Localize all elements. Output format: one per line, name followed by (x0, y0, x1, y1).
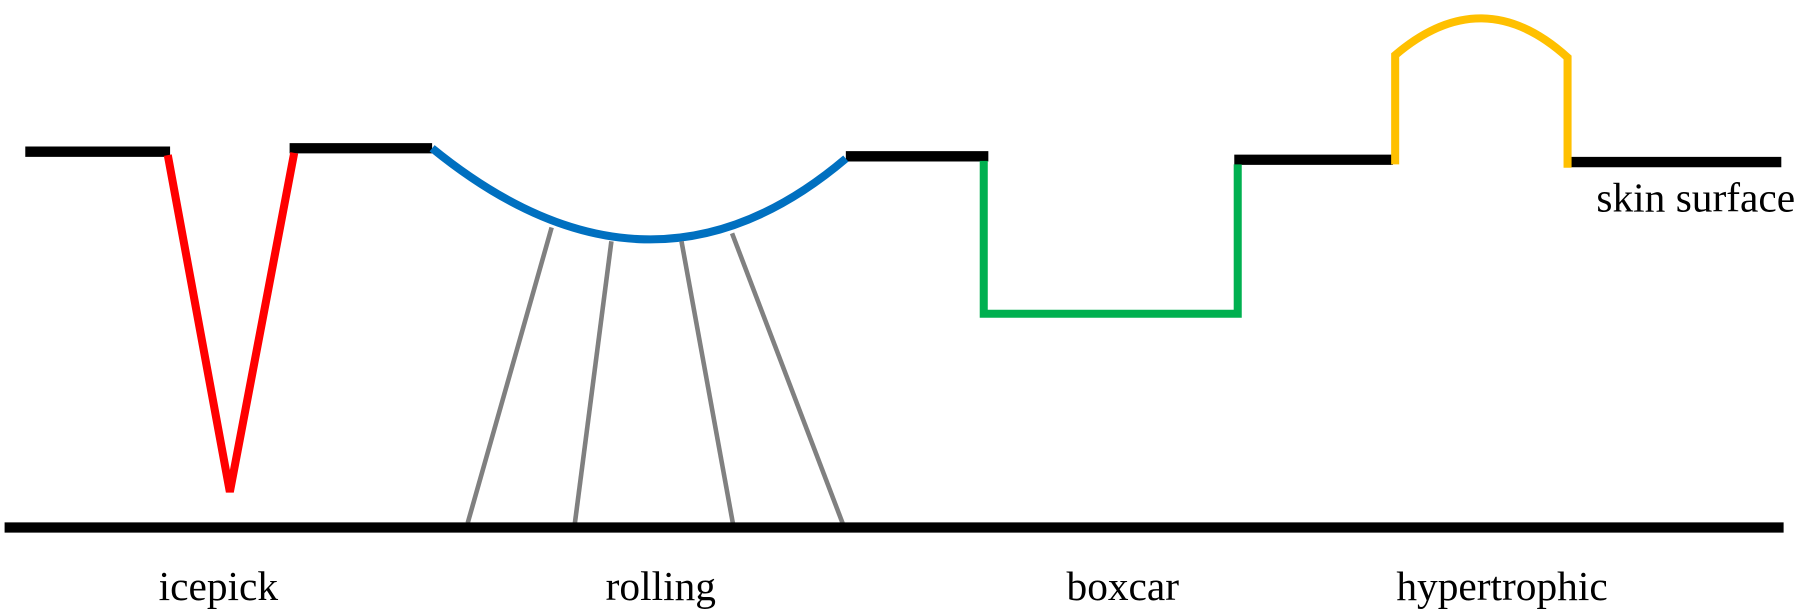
label-icepick: icepick (159, 563, 279, 609)
label-skin-surface: skin surface (1596, 174, 1795, 220)
label-boxcar: boxcar (1067, 563, 1180, 609)
label-hypertrophic: hypertrophic (1396, 563, 1607, 609)
boxcar-scar (979, 160, 1242, 318)
label-rolling: rolling (606, 563, 716, 609)
tether-line (465, 226, 554, 524)
icepick-scar (163, 152, 299, 493)
hypertrophic-scar (1391, 14, 1572, 168)
tether-line (729, 232, 847, 530)
rolling-scar (429, 145, 849, 244)
skin-surface-segments (25, 143, 1782, 168)
tether-line (572, 241, 614, 526)
rolling-tethers (465, 226, 847, 530)
tether-line (679, 240, 736, 526)
